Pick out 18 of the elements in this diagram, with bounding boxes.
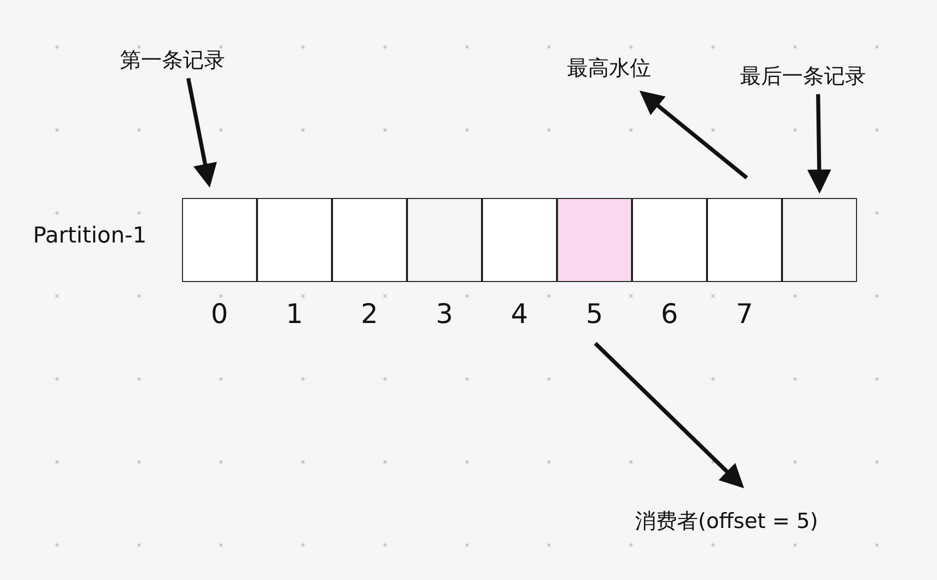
offset-number: 4 xyxy=(510,299,530,330)
annotation-text: 最后一条记录 xyxy=(740,62,866,90)
annotation-text: 消费者(offset = 5) xyxy=(635,507,818,535)
arrow xyxy=(594,342,744,488)
arrow xyxy=(186,78,217,188)
offset-number: 6 xyxy=(660,299,680,330)
offset-number: 7 xyxy=(734,299,754,330)
annotation-text: 最高水位 xyxy=(567,54,651,82)
offset-number: 1 xyxy=(284,299,304,330)
offset-number: 3 xyxy=(434,299,454,330)
offset-number: 5 xyxy=(584,299,604,330)
offset-number: 0 xyxy=(210,299,230,330)
record-cell xyxy=(782,198,857,282)
offset-number: 2 xyxy=(360,299,380,330)
arrow xyxy=(807,94,832,194)
annotation-text: 第一条记录 xyxy=(120,46,225,74)
arrow xyxy=(640,90,748,180)
row-label: Partition-1 xyxy=(33,224,147,248)
